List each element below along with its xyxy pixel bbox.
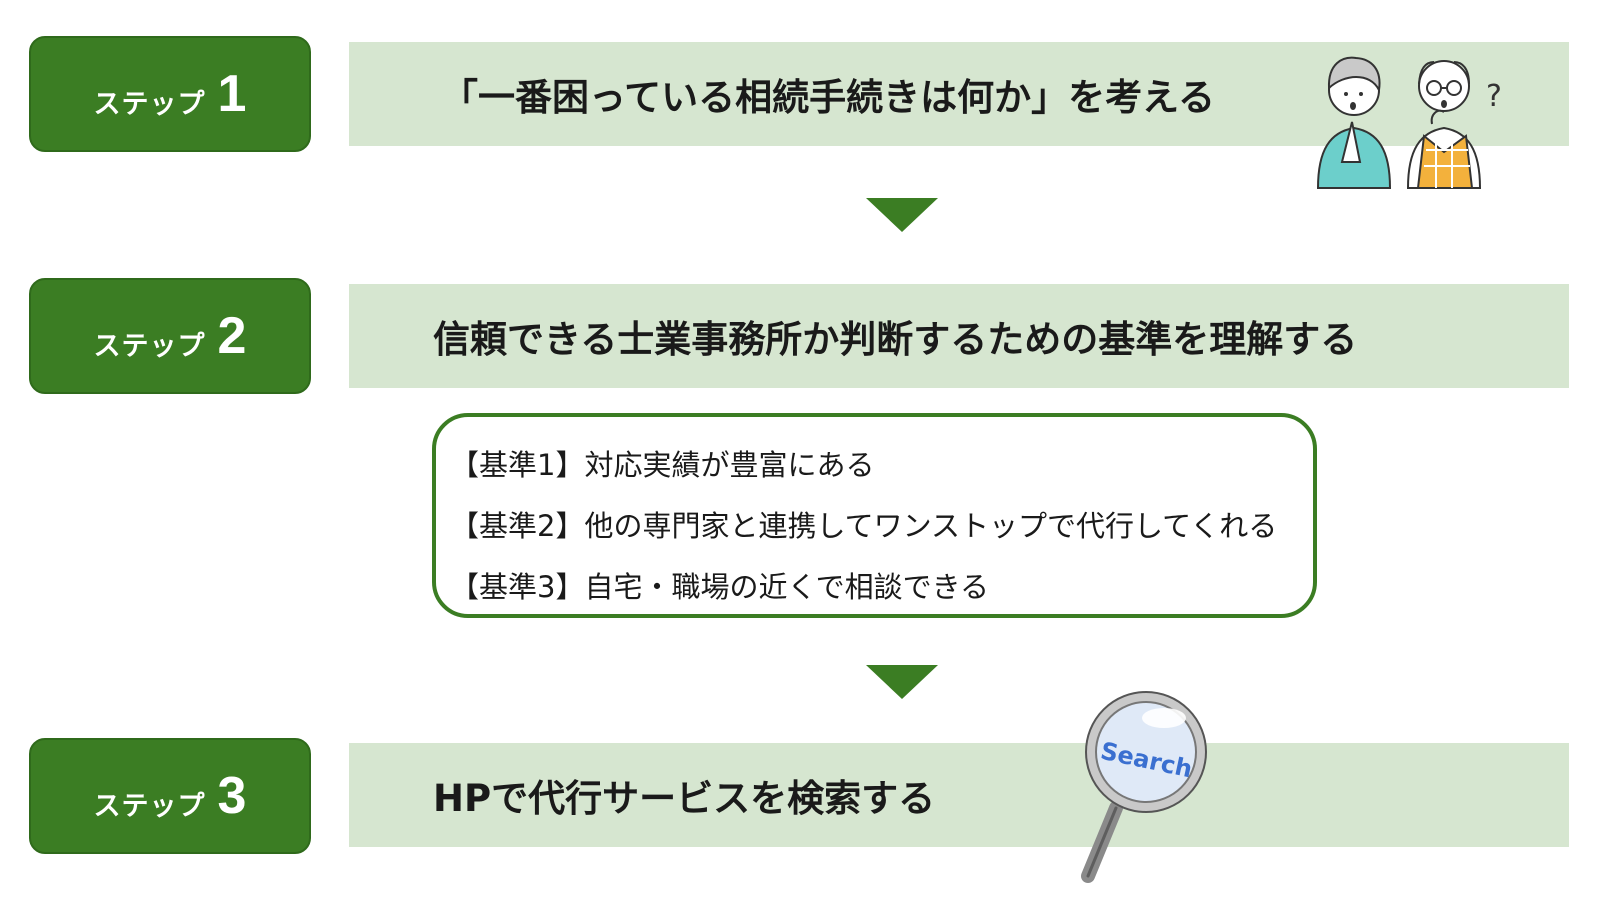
criteria-item-3: 【基準3】自宅・職場の近くで相談できる — [450, 570, 990, 604]
down-arrow-2 — [866, 665, 938, 699]
thinking-elderly-couple-icon: ? — [1316, 56, 1502, 189]
step-3-badge: ステップ 3 — [29, 738, 311, 854]
step-2-number: 2 — [217, 307, 247, 365]
step-2-badge: ステップ 2 — [29, 278, 311, 394]
step-1-badge: ステップ 1 — [29, 36, 311, 152]
criteria-item-2: 【基準2】他の専門家と連携してワンストップで代行してくれる — [450, 509, 1278, 543]
step-1-number: 1 — [217, 65, 247, 123]
step-2-bar: 信頼できる士業事務所か判断するための基準を理解する — [349, 284, 1569, 388]
search-magnifier-icon: Search — [1081, 691, 1207, 883]
question-mark: ? — [1486, 79, 1502, 114]
step-3-word: ステップ — [93, 790, 206, 822]
down-arrow-1 — [866, 198, 938, 232]
step-3-number: 3 — [217, 767, 247, 825]
criteria-item-1: 【基準1】対応実績が豊富にある — [450, 448, 875, 482]
criteria-box: 【基準1】対応実績が豊富にある 【基準2】他の専門家と連携してワンストップで代行… — [432, 413, 1317, 618]
step-2-word: ステップ — [93, 330, 206, 362]
step-2-text: 信頼できる士業事務所か判断するための基準を理解する — [433, 318, 1358, 361]
step-3-text: HPで代行サービスを検索する — [433, 777, 936, 820]
step-1-text: 「一番困っている相続手続きは何か」を考える — [441, 76, 1216, 119]
step-3-bar: HPで代行サービスを検索する — [349, 743, 1569, 847]
step-1-word: ステップ — [93, 88, 206, 120]
